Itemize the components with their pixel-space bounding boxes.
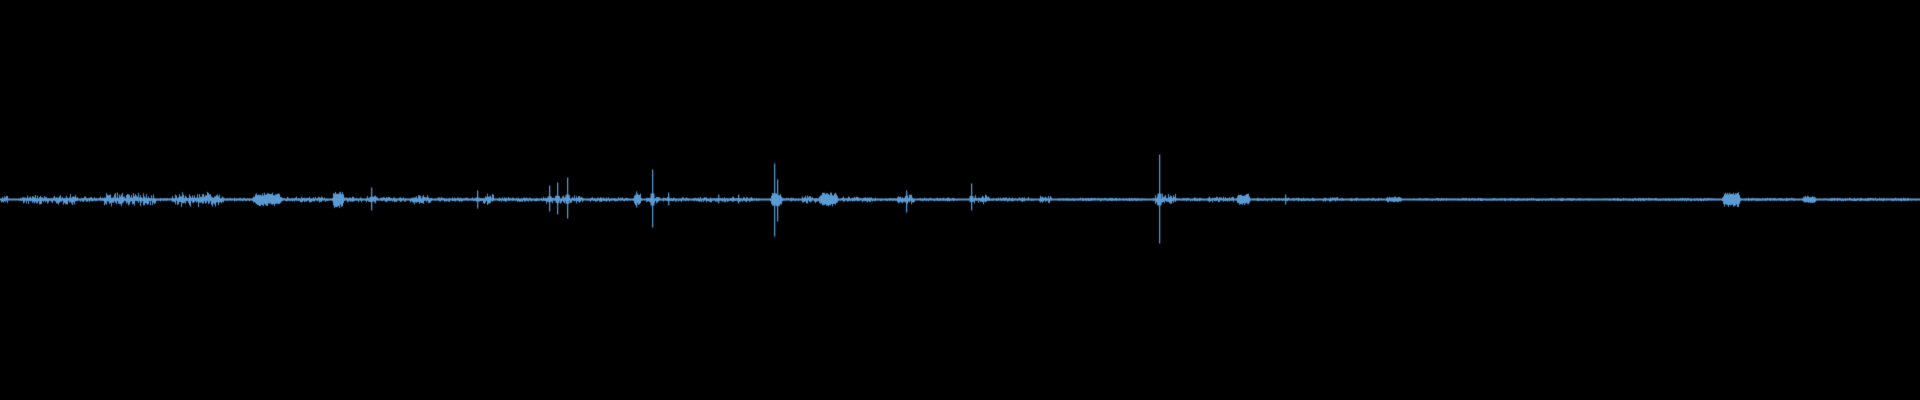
- audio-waveform-canvas[interactable]: [0, 0, 1920, 400]
- waveform-viewer: [0, 0, 1920, 400]
